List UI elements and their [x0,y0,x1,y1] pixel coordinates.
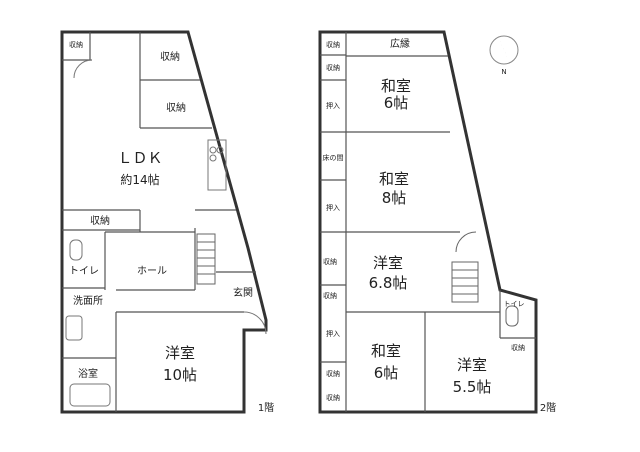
floor2-label: 2階 [540,402,556,414]
floor2-storage-2-label: 収納 [326,63,340,72]
floor2-toilet-label: トイレ [504,300,525,308]
floor1-western-size: 10帖 [163,366,197,384]
floor2-storage-3-label: 収納 [323,257,337,266]
floor1-ldk-size: 約14帖 [120,172,159,187]
floor2-oshiire-2-label: 押入 [326,203,340,212]
floor1-washroom-label: 洗面所 [73,295,103,307]
floor2-storage-6-label: 収納 [326,393,340,402]
floor1-ldk-label: ＬＤＫ [117,149,162,167]
floor2-oshiire-1-label: 押入 [326,101,340,110]
floor1-fixtures [65,59,267,407]
floor1-inner-walls [62,32,256,412]
floor2-japanese1-size: 6帖 [384,94,409,112]
compass [489,35,519,65]
floor2-western2-label: 洋室 [457,356,487,374]
compass-label: N [501,68,506,76]
floor2-japanese2-size: 8帖 [382,189,407,207]
floor1-hall-label: ホール [137,265,167,277]
floor1-stairs [196,233,216,285]
floor1-entrance-label: 玄関 [233,286,253,299]
floor1-toilet-label: トイレ [69,266,99,277]
floor2-japanese3-label: 和室 [371,342,401,360]
floor1-storage-left-label: 収納 [90,214,110,227]
floor2-japanese1-label: 和室 [381,77,411,95]
floor2-western2-size: 5.5帖 [453,378,492,396]
floor2-veranda-label: 広縁 [390,37,410,50]
floor2-storage-1-label: 収納 [326,40,340,49]
floor2-storage-4-label: 収納 [323,291,337,300]
floor1-label: 1階 [258,402,274,414]
floor2-japanese3-size: 6帖 [374,364,399,382]
floor2-stairs [451,231,519,327]
floor1-western-label: 洋室 [165,344,195,362]
floor1-storage-top-label: 収納 [160,50,180,63]
floor2-storage-5-label: 収納 [326,369,340,378]
floor1-storage-topleft-label: 収納 [69,40,83,49]
floor1-bath-label: 浴室 [78,367,98,380]
floor2-tokonoma-label: 床の間 [323,153,344,162]
floor2-storage-7-label: 収納 [511,343,525,352]
floor2-western1-size: 6.8帖 [369,274,408,292]
floor2-inner-walls [320,32,536,412]
floor1-storage-mid-label: 収納 [166,101,186,114]
floor2-oshiire-3-label: 押入 [326,329,340,338]
floor2-western1-label: 洋室 [373,254,403,272]
floor2-japanese2-label: 和室 [379,170,409,188]
floor2-outer-walls [318,30,538,414]
